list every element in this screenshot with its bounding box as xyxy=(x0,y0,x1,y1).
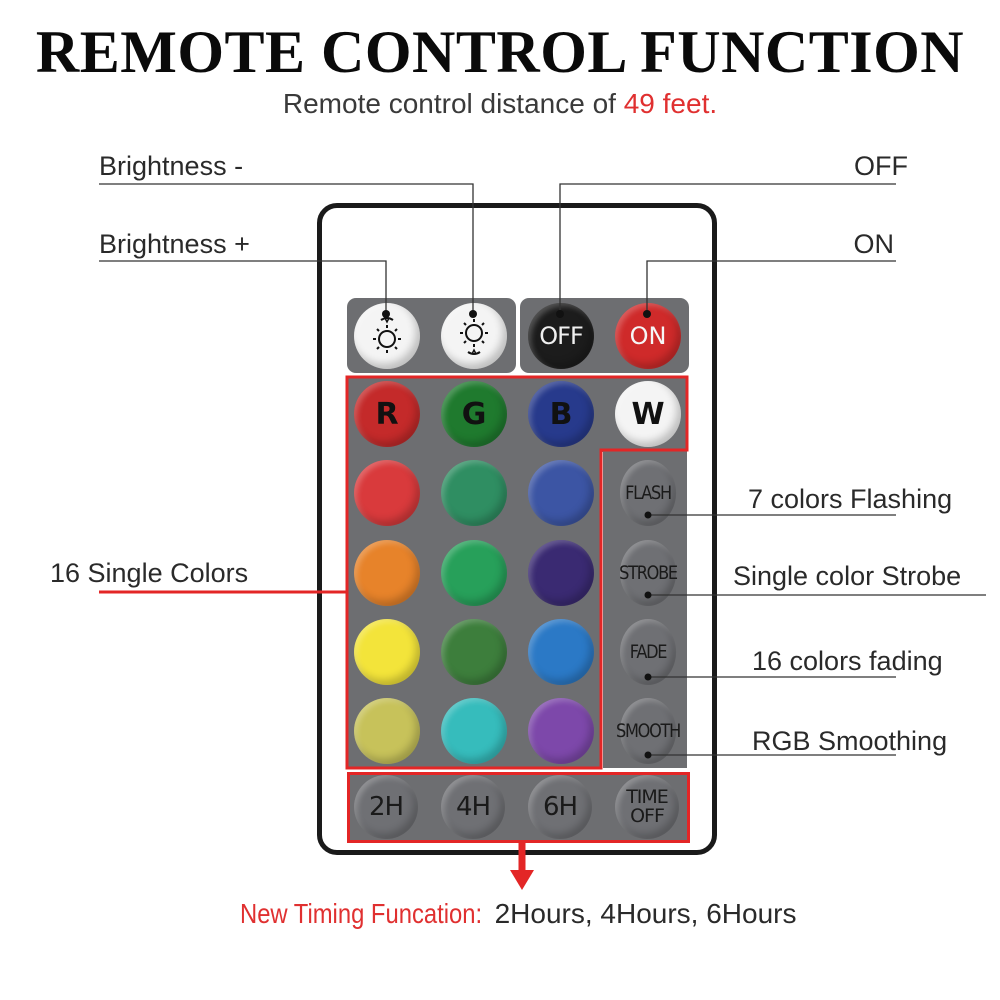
white-button[interactable]: W xyxy=(615,381,681,447)
color-button-r1c2[interactable] xyxy=(441,460,507,526)
color-button-r4c1[interactable] xyxy=(354,698,420,764)
timing-note: New Timing Funcation: 2Hours, 4Hours, 6H… xyxy=(240,898,796,930)
color-button-r3c3[interactable] xyxy=(528,619,594,685)
label-on: ON xyxy=(853,229,895,259)
green-button[interactable]: G xyxy=(441,381,507,447)
subtitle-distance: 49 feet. xyxy=(623,88,718,119)
label-7-colors-flashing: 7 colors Flashing xyxy=(748,484,953,514)
color-button-r3c1[interactable] xyxy=(354,619,420,685)
page-title: REMOTE CONTROL FUNCTION xyxy=(35,19,965,85)
time-off-line1: TIME xyxy=(626,786,669,808)
color-button-r1c1[interactable] xyxy=(354,460,420,526)
single-colors-highlight xyxy=(345,375,689,770)
subtitle: Remote control distance of 49 feet. xyxy=(0,88,1000,120)
color-button-r2c3[interactable] xyxy=(528,540,594,606)
timer-4h-button[interactable]: 4H xyxy=(441,775,505,839)
sun-down-icon xyxy=(460,319,488,355)
color-button-r4c3[interactable] xyxy=(528,698,594,764)
label-brightness-up: Brightness + xyxy=(99,229,250,259)
fade-button[interactable]: FADE xyxy=(619,619,677,685)
label-single-color-strobe: Single color Strobe xyxy=(733,561,962,591)
timer-2h-button[interactable]: 2H xyxy=(354,775,418,839)
label-16-colors-fading: 16 colors fading xyxy=(752,646,943,676)
time-off-button[interactable]: TIME OFF xyxy=(615,775,679,839)
time-off-line2: OFF xyxy=(630,805,665,827)
timing-note-hours: 2Hours, 4Hours, 6Hours xyxy=(486,898,797,929)
red-button[interactable]: R xyxy=(354,381,420,447)
down-arrow-icon xyxy=(510,870,534,890)
sun-up-icon xyxy=(373,317,401,353)
color-button-r4c2[interactable] xyxy=(441,698,507,764)
timer-highlight-box xyxy=(347,772,690,843)
color-button-r3c2[interactable] xyxy=(441,619,507,685)
color-button-r1c3[interactable] xyxy=(528,460,594,526)
timer-6h-button[interactable]: 6H xyxy=(528,775,592,839)
color-button-r2c2[interactable] xyxy=(441,540,507,606)
subtitle-prefix: Remote control distance of xyxy=(282,88,624,119)
label-rgb-smoothing: RGB Smoothing xyxy=(752,726,948,756)
label-16-single-colors: 16 Single Colors xyxy=(50,558,249,588)
blue-button[interactable]: B xyxy=(528,381,594,447)
color-button-r2c1[interactable] xyxy=(354,540,420,606)
label-brightness-down: Brightness - xyxy=(99,151,244,181)
label-off: OFF xyxy=(854,151,908,181)
timing-note-prefix: New Timing Funcation: xyxy=(240,898,483,929)
on-button[interactable]: ON xyxy=(615,303,681,369)
